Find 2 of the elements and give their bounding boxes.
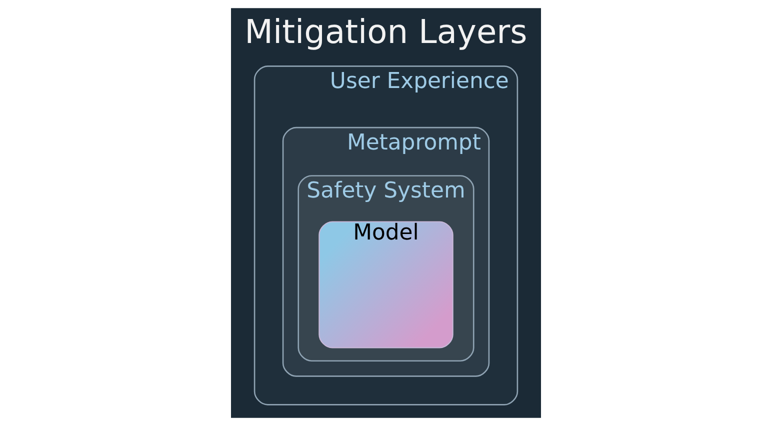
node-box: Model	[318, 221, 454, 348]
diagram-title: Mitigation Layers	[244, 12, 528, 52]
